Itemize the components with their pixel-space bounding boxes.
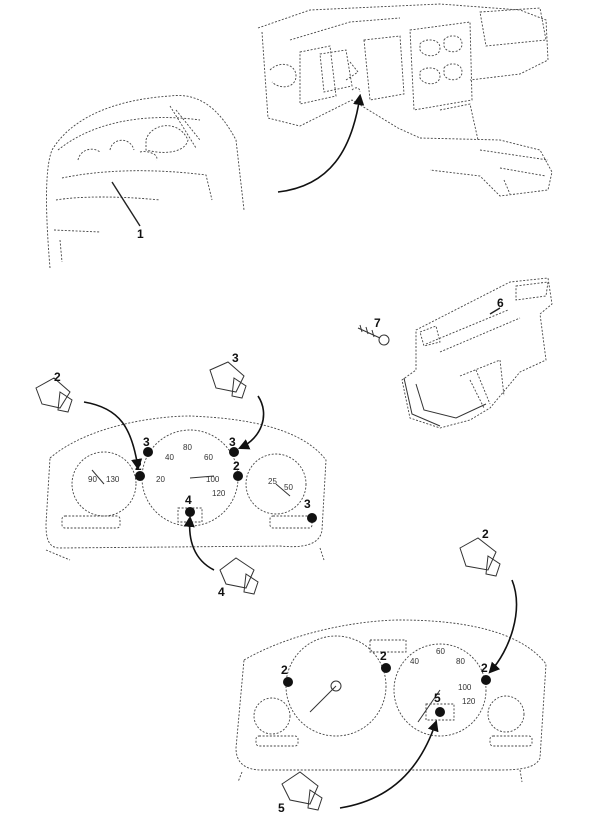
callout-7: 7	[374, 316, 381, 330]
scale: 40	[410, 657, 419, 666]
callout-4: 4	[185, 493, 192, 507]
bulb-holder-4: 4	[218, 557, 259, 599]
tacho-scale-60: 60	[204, 453, 213, 462]
callout-3: 3	[229, 435, 236, 449]
instrument-cluster-1: 90 130 40 80 60 20 100 120 25 50 3 2 3 2…	[45, 415, 327, 561]
callout-2: 2	[54, 370, 61, 384]
bulb-holder-2: 2	[35, 370, 73, 413]
bulb-position	[233, 471, 243, 481]
callout-2: 2	[380, 649, 387, 663]
bulb-position	[307, 513, 317, 523]
switch-assembly: 6	[401, 277, 553, 429]
bulb-position	[381, 663, 391, 673]
callout-2: 2	[233, 459, 240, 473]
callout-3: 3	[143, 435, 150, 449]
screw: 7	[357, 316, 390, 346]
callout-6: 6	[497, 296, 504, 310]
bulb-holder-3: 3	[209, 351, 247, 399]
scale: 80	[456, 657, 465, 666]
arrow	[183, 515, 215, 571]
callout-5: 5	[278, 801, 285, 815]
dashboard-detail-illustration: 1	[46, 95, 245, 269]
callout-2: 2	[281, 663, 288, 677]
callout-1: 1	[137, 227, 144, 241]
bulb-holder-2: 2	[459, 527, 501, 577]
callout-3: 3	[304, 497, 311, 511]
tacho-scale-80: 80	[183, 443, 192, 452]
scale: 60	[436, 647, 445, 656]
arrow	[83, 401, 143, 471]
fuel-scale-2: 130	[106, 475, 120, 484]
bulb-position	[135, 471, 145, 481]
tacho-scale-120: 120	[212, 489, 226, 498]
scale: 100	[458, 683, 472, 692]
bulb-position	[185, 507, 195, 517]
bulb-position	[481, 675, 491, 685]
scale: 120	[462, 697, 476, 706]
callout-4: 4	[218, 585, 225, 599]
bulb-position	[229, 447, 239, 457]
callout-3: 3	[232, 351, 239, 365]
temp-scale-2: 50	[284, 483, 293, 492]
instrument-cluster-2: 40 60 80 100 120 2 2 2 5	[235, 619, 547, 783]
arrow	[237, 395, 265, 450]
tacho-scale-40: 40	[165, 453, 174, 462]
tacho-scale-100: 100	[206, 475, 220, 484]
bulb-position	[435, 707, 445, 717]
temp-scale-1: 25	[268, 477, 277, 486]
tacho-scale-20: 20	[156, 475, 165, 484]
callout-5: 5	[434, 691, 441, 705]
fuel-scale-1: 90	[88, 475, 97, 484]
arrow	[488, 579, 518, 674]
callout-2: 2	[482, 527, 489, 541]
transition-arrow	[277, 93, 365, 193]
dashboard-overview-illustration	[257, 3, 553, 197]
arrow	[339, 719, 439, 809]
bulb-position	[283, 677, 293, 687]
bulb-holder-5: 5	[278, 771, 323, 815]
callout-2: 2	[481, 661, 488, 675]
bulb-position	[143, 447, 153, 457]
